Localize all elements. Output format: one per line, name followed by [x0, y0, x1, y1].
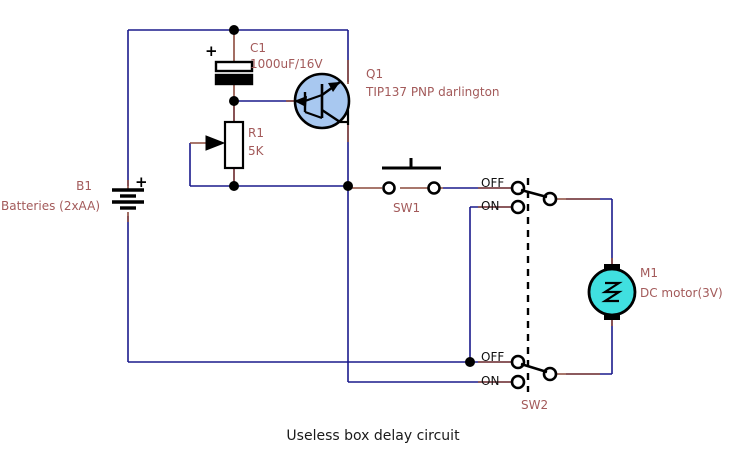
m1-winding-glyph [601, 281, 623, 303]
m1-value-label: DC motor(3V) [640, 286, 723, 300]
q1-inner-arrow [294, 96, 307, 107]
r1-wiper-arrow [205, 135, 226, 151]
q1-inner-diagonal [304, 93, 323, 103]
junction-r1-bottom [229, 181, 239, 191]
sw2-top-off-label: OFF [481, 176, 504, 190]
sw2-top-common-contact[interactable] [542, 191, 558, 207]
sw2-bottom-off-label: OFF [481, 350, 504, 364]
junction-sw2-on-return [465, 357, 475, 367]
b1-polarity-marker: + [135, 173, 148, 191]
r1-ref-label: R1 [248, 126, 264, 140]
q1-inner-collector [304, 110, 323, 120]
q1-value-label: TIP137 PNP darlington [365, 85, 500, 99]
diagram-title: Useless box delay circuit [286, 428, 460, 444]
sw2-bottom-on-contact[interactable] [510, 374, 526, 390]
sw2-top-on-label: ON [481, 199, 499, 213]
junction-top-rail [229, 25, 239, 35]
switch-sw1-symbol[interactable] [382, 158, 441, 195]
switch-sw2-top-pole[interactable] [510, 180, 558, 215]
sw2-top-blade[interactable] [520, 188, 548, 199]
resistor-r1-symbol [205, 120, 245, 170]
r1-body [223, 120, 245, 170]
capacitor-c1-symbol [214, 60, 254, 86]
sw1-right-contact[interactable] [427, 181, 441, 195]
junction-dots [229, 25, 475, 367]
m1-ref-label: M1 [640, 266, 658, 280]
motor-m1-symbol [587, 264, 637, 320]
r1-value-label: 5K [248, 144, 265, 158]
q1-emitter-arrow [328, 82, 340, 92]
sw2-bottom-off-contact[interactable] [510, 354, 526, 370]
b1-value-label: Batteries (2xAA) [1, 199, 100, 213]
sw2-top-on-contact[interactable] [510, 199, 526, 215]
c1-value-label: 1000uF/16V [250, 57, 323, 71]
q1-ref-label: Q1 [366, 67, 383, 81]
battery-b1-symbol [112, 188, 144, 210]
junction-c1-r1-base [229, 96, 239, 106]
sw2-bottom-common-contact[interactable] [542, 366, 558, 382]
transistor-q1-symbol [293, 72, 351, 130]
sw2-bottom-on-label: ON [481, 374, 499, 388]
sw1-left-contact[interactable] [382, 181, 396, 195]
wire-network-blue [127, 29, 613, 383]
c1-ref-label: C1 [250, 41, 266, 55]
c1-negative-plate [214, 73, 254, 86]
c1-polarity-marker: + [205, 42, 218, 60]
junction-center-node [343, 181, 353, 191]
c1-positive-plate [214, 60, 254, 73]
sw2-bottom-blade[interactable] [520, 362, 548, 374]
sw1-ref-label: SW1 [393, 201, 420, 215]
sw2-ref-label: SW2 [521, 398, 548, 412]
switch-sw2-bottom-pole[interactable] [510, 354, 558, 390]
sw2-top-off-contact[interactable] [510, 180, 526, 196]
component-leads-brown [127, 30, 613, 383]
b1-ref-label: B1 [76, 179, 92, 193]
q1-collector-diagonal [321, 109, 341, 123]
